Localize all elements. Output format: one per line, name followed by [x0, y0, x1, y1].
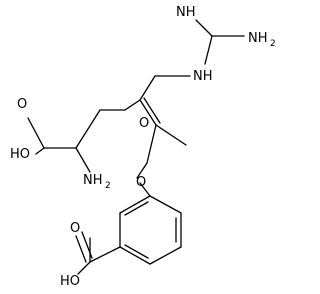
ether-o-label: O [136, 175, 146, 190]
structure-svg: NH NH 2 NH O HO NH 2 O O O HO [10, 5, 276, 289]
side-chain [99, 75, 191, 111]
amine-nh2-subscript: 2 [270, 39, 276, 49]
guanidine-nh-label: NH [193, 69, 213, 84]
benzoic-o-label: O [70, 221, 80, 236]
benzoic-acid-group [75, 231, 121, 275]
alpha-nh2-label: NH [83, 173, 103, 188]
benzoic-oh-label: HO [60, 274, 80, 289]
guanidine-group [195, 19, 245, 65]
alpha-nh2-subscript: 2 [105, 181, 111, 191]
imine-nh-label: NH [176, 5, 196, 20]
acid-oh-label: HO [10, 147, 30, 162]
acid-o-top-label: O [17, 97, 27, 112]
amine-nh2-label: NH [248, 31, 268, 46]
amino-acid-backbone [27, 109, 101, 173]
enol-group [136, 97, 187, 179]
benzene-ring [119, 182, 182, 265]
molecule-diagram: NH NH 2 NH O HO NH 2 O O O HO [10, 5, 276, 289]
enol-o-label: O [139, 116, 149, 131]
